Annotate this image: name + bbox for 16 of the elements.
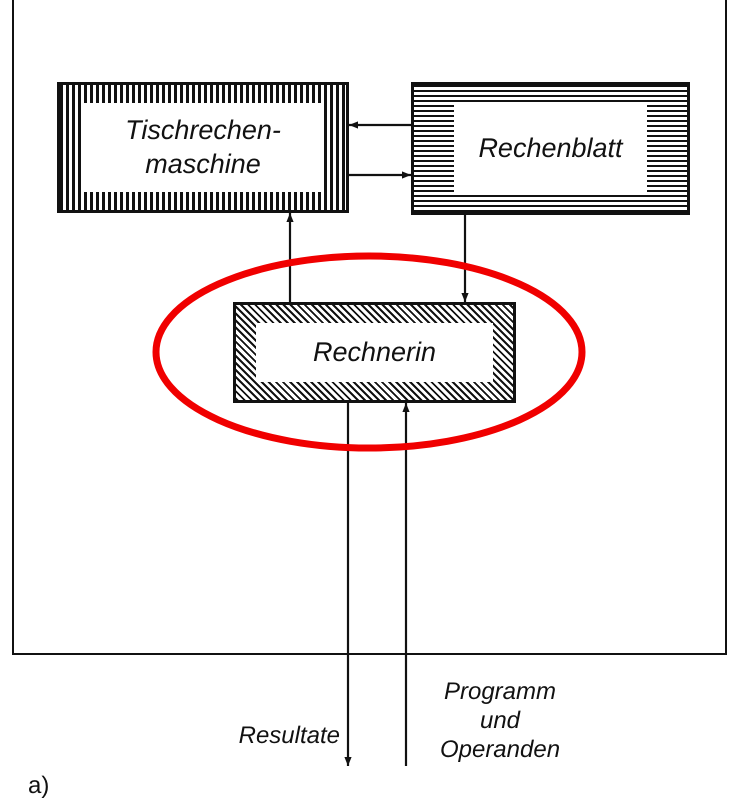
frame-box bbox=[12, 0, 727, 655]
arrow bbox=[402, 403, 410, 766]
panel-letter: a) bbox=[28, 772, 50, 801]
arrow bbox=[461, 215, 469, 302]
process-box bbox=[233, 302, 516, 403]
arrow bbox=[286, 213, 294, 302]
process-box bbox=[411, 82, 690, 215]
box-label: Tischrechen- maschine bbox=[124, 114, 282, 180]
box-label: Rechnerin bbox=[312, 336, 438, 369]
flow-label: Programm und Operanden bbox=[438, 678, 562, 764]
box-label: Rechenblatt bbox=[477, 132, 624, 165]
arrow bbox=[344, 403, 352, 766]
process-box bbox=[57, 82, 349, 213]
arrow bbox=[349, 171, 411, 179]
arrow bbox=[349, 121, 411, 129]
flow-label: Resultate bbox=[238, 722, 340, 751]
